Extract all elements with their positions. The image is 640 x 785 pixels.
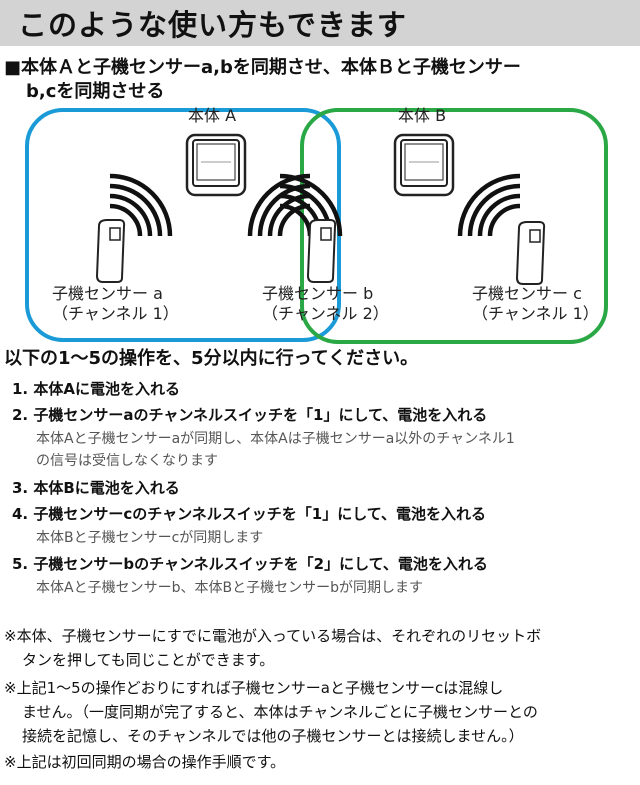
title-bar [0,0,640,46]
sensor-b-label: 子機センサー b（チャンネル 2） [262,284,389,324]
step-5-detail: 本体Aと子機センサーb、本体Bと子機センサーbが同期します [36,580,423,596]
base-unit-b-label: 本体 B [398,106,447,125]
group-b-outline [300,108,608,344]
headline-line-2: b,cを同期させる [26,81,165,102]
step-4-detail: 本体Bと子機センサーcが同期します [36,530,264,546]
note-line: ※上記は初回同期の場合の操作手順です。 [4,753,286,771]
note-line: ※本体、子機センサーにすでに電池が入っている場合は、それぞれのリセットボ [4,627,542,645]
base-unit-b-icon [393,133,455,197]
step-2-detail: の信号は受信しなくなります [36,453,218,469]
sensor-c-icon [516,221,546,285]
sensor-a-channel: （チャンネル 1） [52,304,179,323]
base-unit-a-label: 本体 A [188,106,237,125]
step-4: 4. 子機センサーcのチャンネルスイッチを「1」にして、電池を入れる [12,505,487,523]
sensor-c-channel: （チャンネル 1） [472,304,599,323]
note-line: 接続を記憶し、そのチャンネルでは他の子機センサーとは接続しません。） [22,727,524,745]
steps-heading: 以下の1～5の操作を、5分以内に行ってください。 [4,348,419,369]
sensor-b-name: 子機センサー b [262,284,374,303]
section-headline: ■本体Ａと子機センサーa,bを同期させ、本体Ｂと子機センサー b,cを同期させる [4,56,639,104]
note-first-sync: ※上記は初回同期の場合の操作手順です。 [4,750,636,774]
note-line: ません。（一度同期が完了すると、本体はチャンネルごとに子機センサーとの [22,703,538,721]
note-reset: ※本体、子機センサーにすでに電池が入っている場合は、それぞれのリセットボ タンを… [4,624,636,672]
sensor-a-name: 子機センサー a [52,284,163,303]
sensor-a-icon [96,219,126,283]
note-line: ※上記1～5の操作どおりにすれば子機センサーaと子機センサーcは混線し [4,679,504,697]
step-2-detail: 本体Aと子機センサーaが同期し、本体Aは子機センサーa以外のチャンネル1 [36,431,515,447]
step-1: 1. 本体Aに電池を入れる [12,380,180,398]
step-3: 3. 本体Bに電池を入れる [12,479,180,497]
sensor-c-label: 子機センサー c（チャンネル 1） [472,284,599,324]
page-title: このような使い方もできます [18,8,407,42]
note-line: タンを押しても同じことができます。 [22,651,275,669]
step-2: 2. 子機センサーaのチャンネルスイッチを「1」にして、電池を入れる [12,406,488,424]
step-5: 5. 子機センサーbのチャンネルスイッチを「2」にして、電池を入れる [12,555,488,573]
sensor-c-name: 子機センサー c [472,284,582,303]
sensor-a-label: 子機センサー a（チャンネル 1） [52,284,179,324]
base-unit-a-icon [185,133,247,197]
sensor-b-icon [307,219,337,283]
headline-line-1: ■本体Ａと子機センサーa,bを同期させ、本体Ｂと子機センサー [4,57,521,78]
sensor-b-channel: （チャンネル 2） [262,304,389,323]
note-interference: ※上記1～5の操作どおりにすれば子機センサーaと子機センサーcは混線し ません。… [4,676,636,748]
signal-waves-icon [460,176,520,236]
